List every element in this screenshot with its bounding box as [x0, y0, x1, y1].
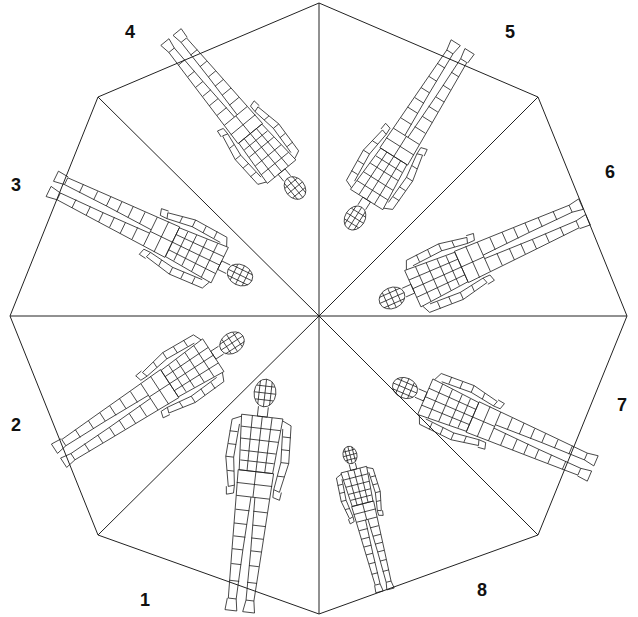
- figure-8: [328, 441, 404, 595]
- figure-1: [208, 376, 298, 615]
- human-figures: [39, 19, 604, 615]
- sector-number: 4: [125, 23, 135, 41]
- sector-lines: [10, 3, 627, 614]
- sector-number: 2: [11, 416, 21, 434]
- sector-number: 6: [605, 163, 615, 181]
- figure-6: [367, 184, 596, 331]
- figure-3: [39, 157, 265, 308]
- figure-2: [43, 311, 259, 481]
- figure-7: [382, 356, 605, 496]
- octagon-outline: [10, 3, 627, 614]
- figure-5: [324, 32, 488, 245]
- sector-number: 1: [140, 591, 150, 609]
- sector-number: 5: [505, 23, 515, 41]
- sector-number: 7: [617, 396, 627, 414]
- sector-number: 3: [11, 176, 21, 194]
- figure-4: [149, 19, 324, 215]
- sector-number: 8: [477, 581, 487, 599]
